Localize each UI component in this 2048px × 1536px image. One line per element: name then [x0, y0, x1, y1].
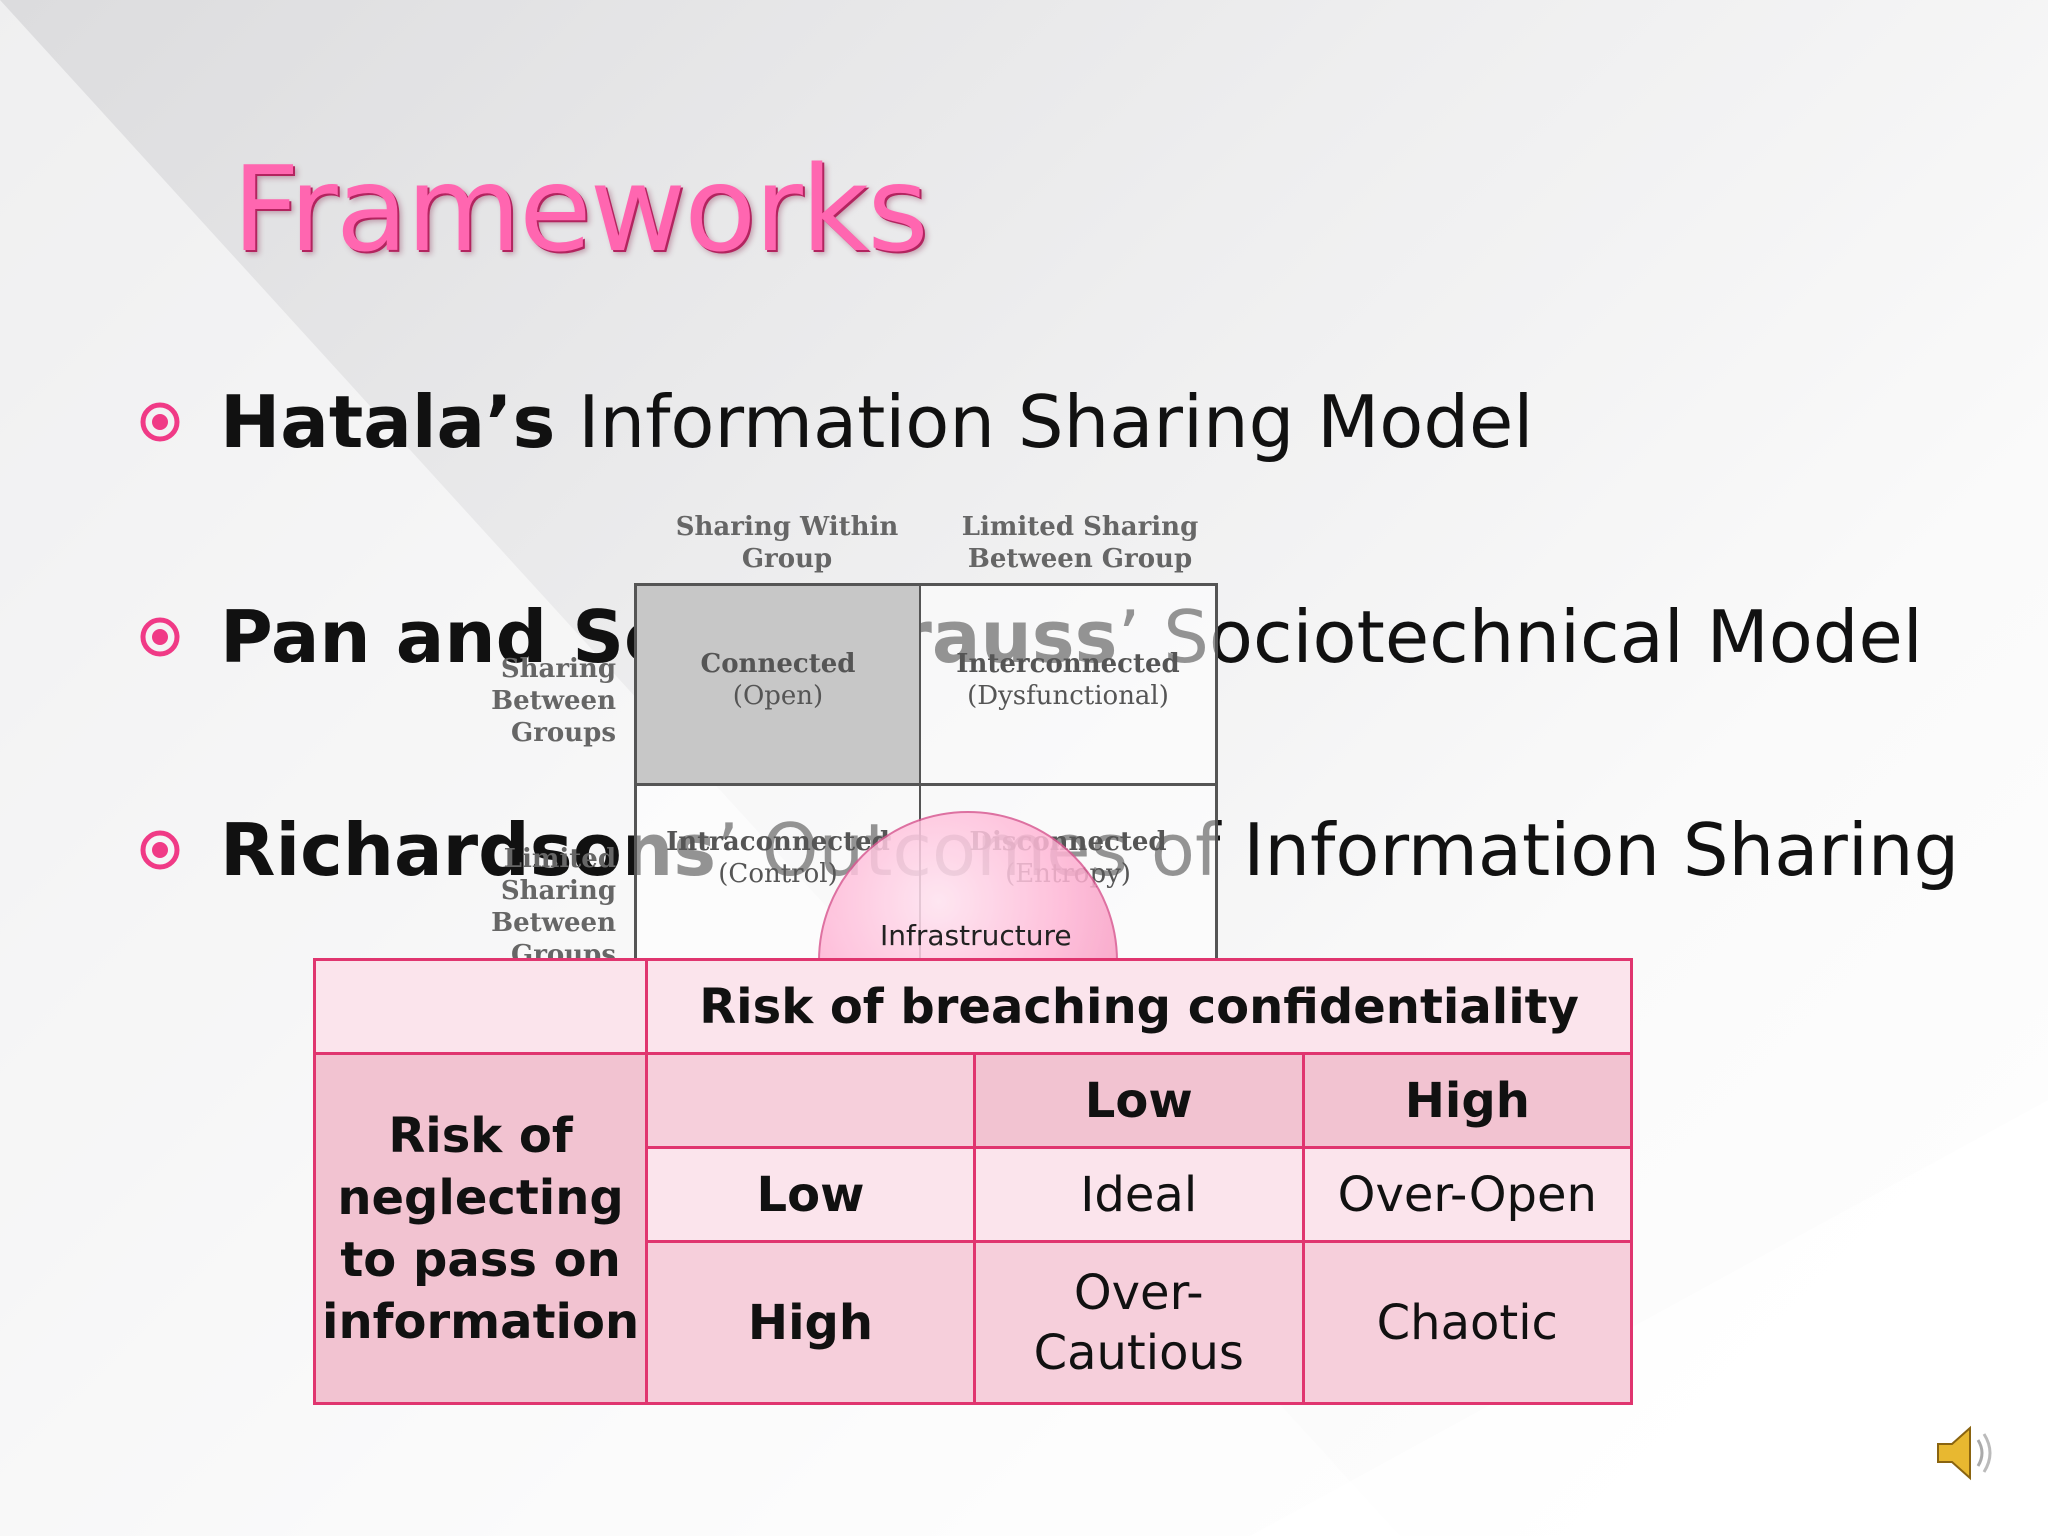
cell-subtitle: (Control)	[718, 859, 838, 889]
cell-subtitle: (Open)	[732, 681, 824, 711]
cell-over-cautious: Over-Cautious	[972, 1240, 1305, 1405]
col-header-high: High	[1301, 1052, 1634, 1149]
matrix-col-header: Sharing Within Group	[675, 512, 899, 574]
matrix-cell-connected: Connected (Open)	[637, 586, 921, 786]
infrastructure-label: Infrastructure	[880, 919, 1072, 952]
table-row: Risk of neglecting to pass on informatio…	[312, 1052, 1634, 1405]
cell-chaotic: Chaotic	[1301, 1240, 1634, 1405]
cell-title: Connected	[700, 649, 856, 679]
bullet-bold: Richardsons	[220, 808, 717, 892]
side-header-cell: Risk of neglecting to pass on informatio…	[312, 1052, 649, 1405]
matrix-row-header: Limited Sharing Between Groups	[491, 844, 616, 970]
cell-title: Intraconnected	[666, 827, 890, 857]
cell-ideal: Ideal	[972, 1146, 1305, 1243]
cell-title: Interconnected	[956, 649, 1180, 679]
bullet-hatala: Hatala’s Information Sharing Model	[130, 380, 1533, 464]
ring-bullet-icon	[140, 617, 180, 657]
top-header-cell: Risk of breaching confidentiality	[645, 958, 1633, 1055]
matrix-cell-interconnected: Interconnected (Dysfunctional)	[921, 586, 1215, 786]
hatala-matrix-figure: Sharing Within Group Limited Sharing Bet…	[410, 505, 1230, 1111]
ring-bullet-icon	[140, 402, 180, 442]
cell-subtitle: (Dysfunctional)	[967, 681, 1169, 711]
matrix-row-header: Sharing Between Groups	[491, 654, 616, 748]
table-blank-cell	[645, 1052, 976, 1149]
outcomes-table: Risk of breaching confidentiality Risk o…	[312, 958, 1634, 1405]
row-header-low: Low	[645, 1146, 976, 1243]
table-row: Low Ideal Over-Open	[315, 1146, 1634, 1243]
slide-title: Frameworks	[232, 140, 929, 278]
table-row: High Over-Cautious Chaotic	[315, 1240, 1634, 1405]
col-header-low: Low	[972, 1052, 1305, 1149]
ring-bullet-icon	[140, 830, 180, 870]
bullet-bold: Hatala’s	[220, 380, 556, 464]
speaker-icon[interactable]	[1930, 1418, 2000, 1488]
bullet-text: Information Sharing Model	[555, 380, 1534, 464]
row-header-high: High	[645, 1240, 976, 1405]
matrix-col-header: Limited Sharing Between Group	[961, 512, 1199, 574]
table-row: Risk of breaching confidentiality	[312, 958, 1633, 1055]
cell-over-open: Over-Open	[1301, 1146, 1634, 1243]
bullet-text: ’ Sociotechnical Model	[1117, 595, 1923, 679]
table-corner-cell	[312, 958, 649, 1055]
